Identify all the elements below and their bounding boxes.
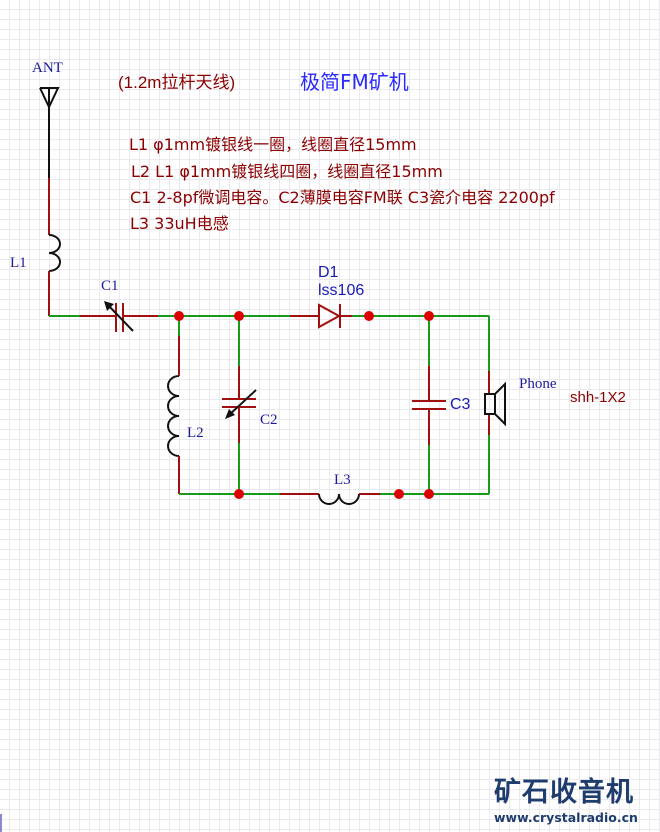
label-l2: L2 [187,425,204,441]
note-line-1: L1 φ1mm镀银线一圈，线圈直径15mm [129,135,417,154]
label-d1-part: lss106 [318,282,365,299]
variable-arrow-c1 [104,301,134,332]
label-c3: C3 [450,396,471,413]
label-c1: C1 [101,278,119,294]
antenna-symbol [39,87,60,178]
junction-dot [234,311,244,321]
note-line-4: L3 33uH电感 [130,214,229,233]
note-line-3: C1 2-8pf微调电容。C2薄膜电容FM联 C3瓷介电容 2200pf [130,188,555,207]
label-ant: ANT [32,60,63,76]
logo-title: 矿石收音机 [494,777,634,808]
diode-d1-symbol [318,303,342,329]
antenna-note: (1.2m拉杆天线) [118,73,236,92]
label-l1: L1 [10,255,27,271]
label-phone-part: shh-1X2 [570,389,626,406]
variable-arrow-c2 [225,389,257,419]
logo-url: www.crystalradio.cn [494,810,638,825]
junction-dots [174,311,434,499]
inductor-l2-symbol [167,375,180,457]
label-c2: C2 [260,412,278,428]
junction-dot [394,489,404,499]
junction-dot [234,489,244,499]
junction-dot [424,311,434,321]
label-l3: L3 [334,472,351,488]
label-phone: Phone [519,376,557,392]
capacitor-c3-symbol [412,400,446,410]
junction-dot [364,311,374,321]
capacitor-c1-symbol [115,303,124,332]
junction-dot [174,311,184,321]
page-title: 极简FM矿机 [300,70,409,94]
inductor-l1-symbol [48,234,61,272]
note-line-2: L2 L1 φ1mm镀银线四圈，线圈直径15mm [131,162,443,181]
label-d1: D1 [318,264,339,281]
frame-edge [0,814,2,832]
inductor-l3-symbol [318,493,360,505]
speaker-icon [484,381,506,427]
junction-dot [424,489,434,499]
